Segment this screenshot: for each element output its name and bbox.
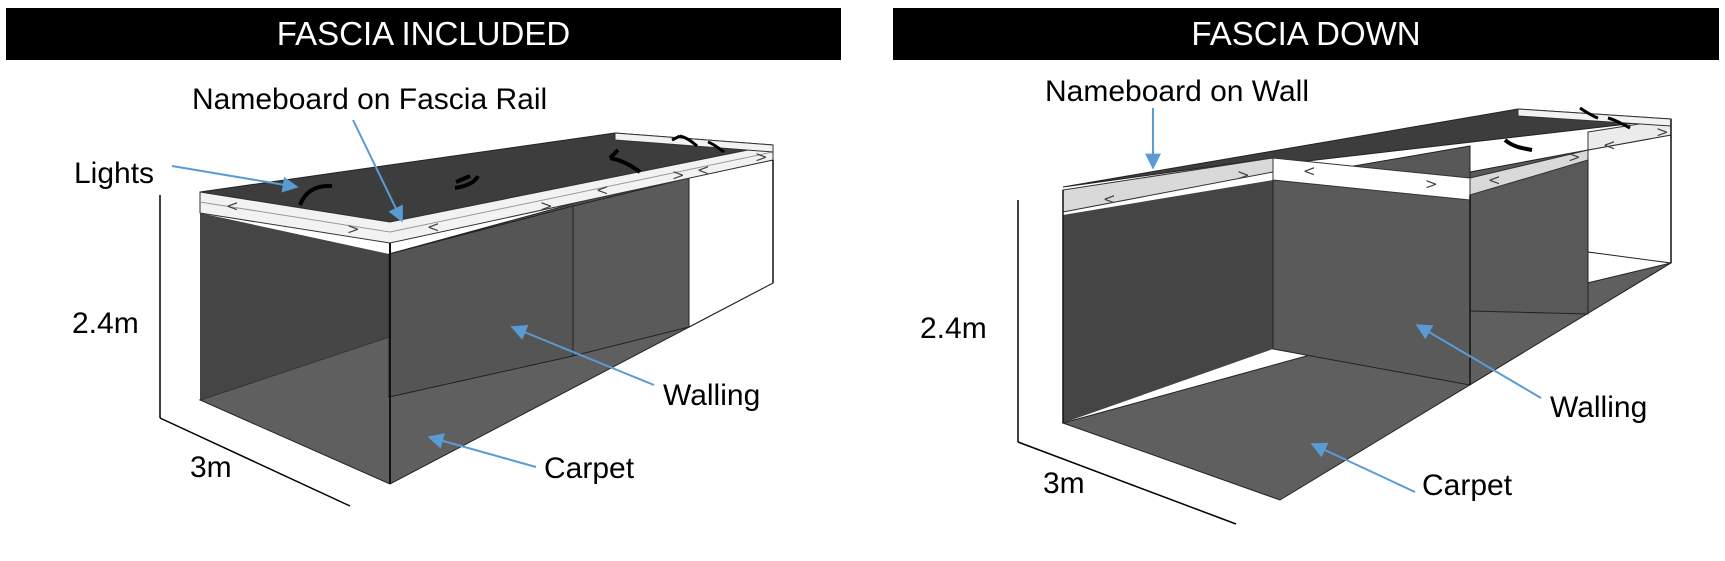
banner-fascia-included: FASCIA INCLUDED [6,8,841,60]
chevron-right-icon: > [672,166,685,184]
chevron-left-icon: < [427,218,440,236]
chevron-right-icon: > [347,220,360,238]
booth-fascia-included: < > < > < > < > Nameboard on Fascia Rail… [72,83,774,507]
light-icon [1607,116,1631,130]
label-carpet: Carpet [1422,469,1513,502]
label-walling: Walling [663,379,760,412]
arrow-walling [510,325,655,386]
light-icon [608,148,642,174]
banner-title: FASCIA INCLUDED [276,15,571,52]
chevron-right-icon: > [755,148,768,166]
partition-wall [572,177,690,357]
label-lights: Lights [74,157,154,190]
label-nameboard: Nameboard on Fascia Rail [192,83,547,116]
chevron-left-icon: < [1103,190,1116,208]
light-icon [454,174,480,190]
open-end [1587,134,1672,264]
label-depth: 3m [1043,467,1085,500]
back-wall [1063,180,1273,423]
arrow-carpet [1310,442,1416,493]
chevron-right-icon: > [1656,123,1669,141]
label-nameboard: Nameboard on Wall [1045,75,1309,108]
chevron-left-icon: < [226,197,239,215]
arrow-lights [171,165,299,193]
label-walling: Walling [1550,391,1647,424]
light-icon [298,183,333,206]
banner-title: FASCIA DOWN [1191,15,1421,52]
chevron-right-icon: > [540,197,553,215]
label-height: 2.4m [920,312,987,345]
light-icon [671,134,698,148]
banner-fascia-down: FASCIA DOWN [893,8,1719,60]
chevron-left-icon: < [596,181,609,199]
chevron-right-icon: > [1425,175,1438,193]
booth-fascia-down: < > < > < > < > Nameboard on Wall 2.4m 3… [920,75,1672,525]
nameboard-wall [1469,149,1589,196]
chevron-right-icon: > [1568,148,1581,166]
partition-wall [1272,177,1471,386]
label-height: 2.4m [72,307,139,340]
light-icon [1579,106,1599,120]
open-end [688,159,774,328]
chevron-left-icon: < [697,161,710,179]
chevron-left-icon: < [1603,136,1616,154]
chevron-right-icon: > [1237,166,1250,184]
chevron-left-icon: < [1488,171,1501,189]
arrow-walling [1415,324,1542,399]
arrow-carpet [427,433,537,468]
label-depth: 3m [190,451,232,484]
light-icon [1503,138,1533,152]
chevron-left-icon: < [1303,162,1316,180]
back-wall-left [200,213,389,400]
light-icon [707,140,725,154]
label-carpet: Carpet [544,452,635,485]
arrow-nameboard [352,119,403,223]
